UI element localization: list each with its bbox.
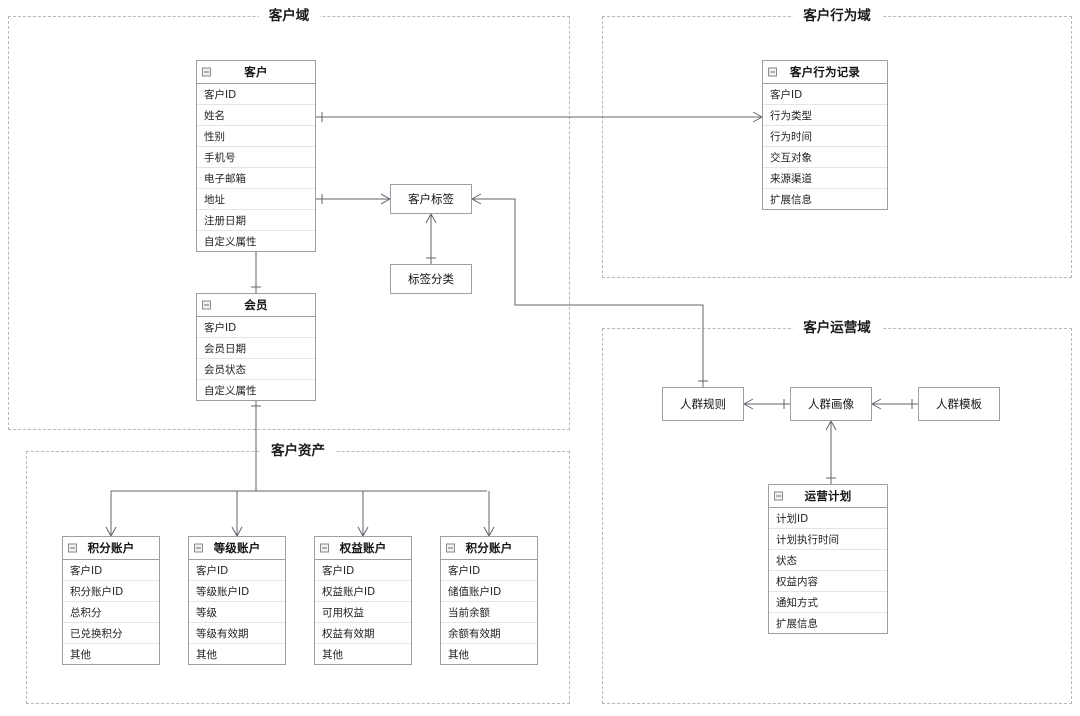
entity-field-row[interactable]: 地址 (197, 189, 315, 210)
entity-node-label: 人群画像 (808, 397, 854, 411)
entity-header-benefit-account[interactable]: 权益账户 (315, 537, 411, 560)
entity-title: 客户 (244, 65, 268, 79)
entity-field-row[interactable]: 客户ID (763, 84, 887, 105)
collapse-minus-icon[interactable] (202, 300, 211, 310)
entity-node-crowd-template[interactable]: 人群模板 (918, 387, 1000, 421)
entity-title: 权益账户 (339, 541, 387, 555)
entity-field-row[interactable]: 客户ID (189, 560, 285, 581)
entity-field-row[interactable]: 行为时间 (763, 126, 887, 147)
entity-field-row[interactable]: 余额有效期 (441, 623, 537, 644)
entity-field-row[interactable]: 其他 (322, 648, 343, 661)
entity-field-row[interactable]: 自定义属性 (204, 384, 257, 397)
entity-field-row[interactable]: 客户ID (63, 560, 159, 581)
entity-field-row[interactable]: 自定义属性 (204, 235, 257, 248)
entity-title: 客户行为记录 (789, 65, 861, 79)
entity-field-row[interactable]: 行为类型 (763, 105, 887, 126)
entity-field-row[interactable]: 等级 (189, 602, 285, 623)
entity-field-row[interactable]: 权益内容 (769, 571, 887, 592)
collapse-minus-icon[interactable] (194, 543, 203, 553)
entity-field-row[interactable]: 手机号 (197, 147, 315, 168)
entity-field-row[interactable]: 扩展信息 (776, 617, 818, 630)
entity-field-row[interactable]: 客户ID (197, 84, 315, 105)
entity-title: 积分账户 (87, 541, 135, 555)
entity-field-row[interactable]: 性别 (197, 126, 315, 147)
entity-field-row[interactable]: 会员日期 (197, 338, 315, 359)
group-title-asset-domain: 客户资产 (261, 443, 335, 459)
entity-field-row[interactable]: 会员状态 (197, 359, 315, 380)
entity-field-row[interactable]: 其他 (70, 648, 91, 661)
entity-header-member[interactable]: 会员 (197, 294, 315, 317)
entity-field-row[interactable]: 权益账户ID (315, 581, 411, 602)
entity-field-row[interactable]: 等级账户ID (189, 581, 285, 602)
entity-field-row[interactable]: 注册日期 (197, 210, 315, 231)
entity-field-row[interactable]: 姓名 (197, 105, 315, 126)
collapse-minus-icon[interactable] (768, 67, 777, 77)
entity-node-customer-tag[interactable]: 客户标签 (390, 184, 472, 214)
entity-header-level-account[interactable]: 等级账户 (189, 537, 285, 560)
entity-field-row[interactable]: 等级有效期 (189, 623, 285, 644)
entity-field-row[interactable]: 状态 (769, 550, 887, 571)
entity-field-row[interactable]: 其他 (448, 648, 469, 661)
entity-header-behavior-record[interactable]: 客户行为记录 (763, 61, 887, 84)
entity-field-row[interactable]: 客户ID (315, 560, 411, 581)
entity-field-row[interactable]: 其他 (196, 648, 217, 661)
entity-title: 会员 (244, 298, 268, 312)
entity-field-row[interactable]: 来源渠道 (763, 168, 887, 189)
collapse-minus-icon[interactable] (68, 543, 77, 553)
entity-header-points-account[interactable]: 积分账户 (63, 537, 159, 560)
collapse-minus-icon[interactable] (320, 543, 329, 553)
entity-title: 等级账户 (213, 541, 261, 555)
entity-field-row[interactable]: 通知方式 (769, 592, 887, 613)
entity-header-customer[interactable]: 客户 (197, 61, 315, 84)
entity-field-row[interactable]: 可用权益 (315, 602, 411, 623)
entity-field-row[interactable]: 交互对象 (763, 147, 887, 168)
entity-field-row[interactable]: 计划ID (769, 508, 887, 529)
entity-field-row[interactable]: 电子邮箱 (197, 168, 315, 189)
group-title-operation-domain: 客户运营域 (793, 320, 881, 336)
entity-field-row[interactable]: 计划执行时间 (769, 529, 887, 550)
entity-title: 运营计划 (804, 489, 852, 503)
entity-title: 积分账户 (465, 541, 513, 555)
collapse-minus-icon[interactable] (446, 543, 455, 553)
entity-node-crowd-rule[interactable]: 人群规则 (662, 387, 744, 421)
entity-field-row[interactable]: 总积分 (63, 602, 159, 623)
group-title-behavior-domain: 客户行为域 (793, 8, 881, 24)
entity-field-row[interactable]: 已兑换积分 (63, 623, 159, 644)
entity-node-tag-category[interactable]: 标签分类 (390, 264, 472, 294)
entity-field-row[interactable]: 扩展信息 (770, 193, 812, 206)
entity-node-label: 客户标签 (408, 192, 454, 206)
entity-field-row[interactable]: 客户ID (197, 317, 315, 338)
collapse-minus-icon[interactable] (774, 491, 783, 501)
entity-field-row[interactable]: 储值账户ID (441, 581, 537, 602)
group-title-customer-domain: 客户域 (258, 8, 320, 24)
entity-field-row[interactable]: 客户ID (441, 560, 537, 581)
entity-field-row[interactable]: 积分账户ID (63, 581, 159, 602)
collapse-minus-icon[interactable] (202, 67, 211, 77)
entity-field-row[interactable]: 权益有效期 (315, 623, 411, 644)
entity-node-label: 标签分类 (408, 272, 454, 286)
entity-node-crowd-portrait[interactable]: 人群画像 (790, 387, 872, 421)
entity-header-operation-plan[interactable]: 运营计划 (769, 485, 887, 508)
entity-header-stored-value-account[interactable]: 积分账户 (441, 537, 537, 560)
entity-node-label: 人群模板 (936, 397, 982, 411)
entity-field-row[interactable]: 当前余额 (441, 602, 537, 623)
entity-node-label: 人群规则 (680, 397, 726, 411)
